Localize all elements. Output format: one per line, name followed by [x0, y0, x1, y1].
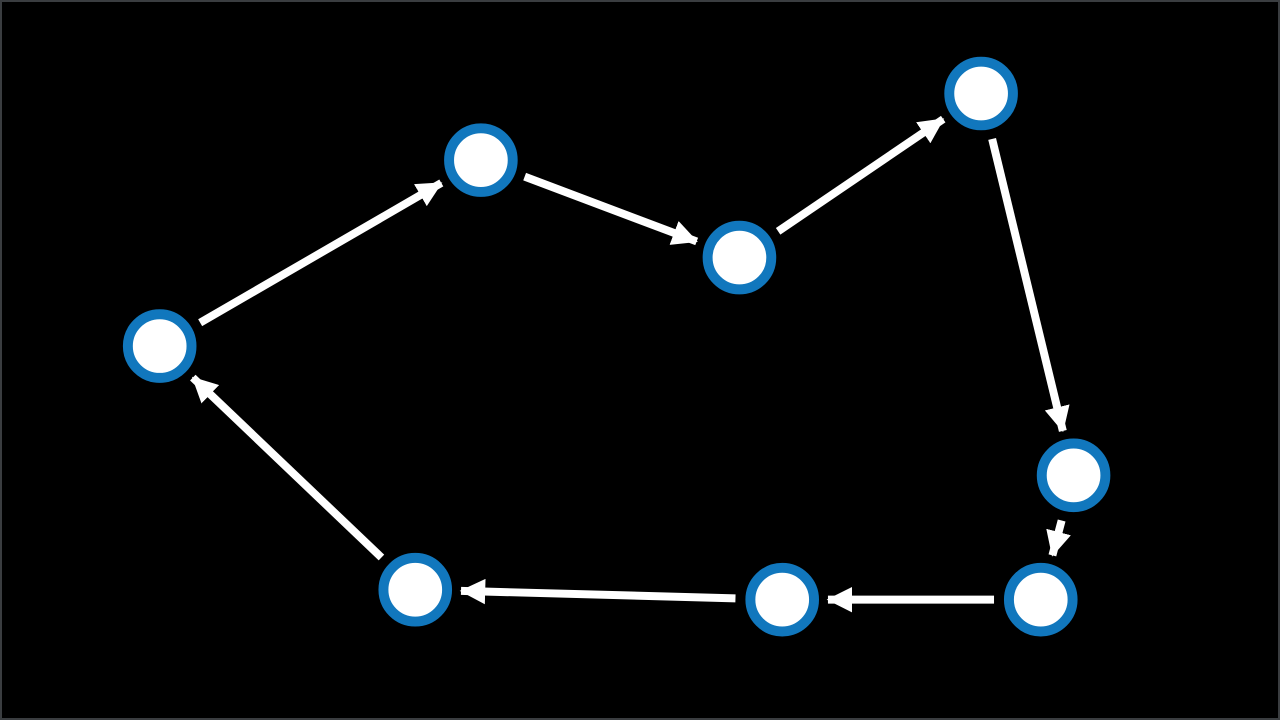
graph-edge-n8-n1	[190, 374, 385, 561]
graph-node-bottom-left-node	[378, 552, 453, 627]
graph-node-upper-mid-node	[444, 123, 518, 197]
graph-edge-n5-n6	[1046, 519, 1071, 557]
graph-edge-n7-n8	[459, 578, 736, 605]
graph-node-left-node	[122, 309, 197, 383]
graph-edge-n2-n3	[523, 172, 699, 246]
graph-node-right-node	[1036, 438, 1111, 513]
graph-node-middle-node	[702, 220, 777, 295]
graph-node-top-right-node	[944, 56, 1018, 131]
graph-edge-n4-n5	[988, 137, 1070, 433]
graph-node-bottom-right-node	[1003, 562, 1078, 637]
graph-edge-n1-n2	[198, 179, 444, 327]
graph-node-bottom-middle-node	[745, 562, 820, 637]
graph-edge-n3-n4	[775, 115, 946, 235]
